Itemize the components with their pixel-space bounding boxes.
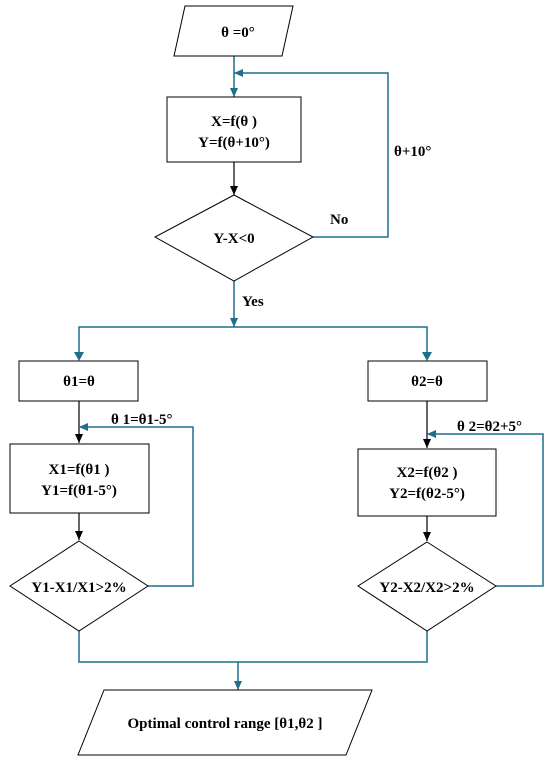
x2-label: X2=f(θ2 )	[397, 465, 458, 481]
check-label: Y-X<0	[213, 231, 254, 247]
check1-diamond	[9, 540, 149, 632]
theta1-step-label: θ 1=θ1-5°	[111, 412, 172, 428]
theta1-box	[18, 360, 139, 402]
process-box	[166, 96, 302, 163]
y1-label: Y1=f(θ1-5°)	[41, 483, 117, 499]
check-diamond	[153, 194, 315, 282]
output-label: Optimal control range [θ1,θ2 ]	[128, 716, 323, 732]
edge-loop-right	[427, 430, 544, 587]
theta2-label: θ2=θ	[411, 374, 443, 390]
theta-step-label: θ+10°	[394, 144, 431, 160]
calc-x-label: X=f(θ )	[211, 114, 257, 130]
edge-merge	[78, 631, 428, 663]
no-label: No	[330, 212, 348, 228]
arrowhead-right	[422, 352, 432, 361]
y2-label: Y2=f(θ2-5°)	[389, 486, 465, 502]
edge-split	[78, 326, 428, 357]
x1-label: X1=f(θ1 )	[49, 462, 110, 478]
calc2-box	[357, 448, 497, 517]
calc1-box	[9, 443, 150, 514]
arrowhead-left	[74, 352, 84, 361]
edge-loop-left	[79, 423, 194, 587]
calc-y-label: Y=f(θ+10°)	[198, 135, 270, 151]
output-parallelogram	[77, 689, 373, 756]
theta1-label: θ1=θ	[63, 374, 95, 390]
check2-diamond	[357, 541, 497, 632]
check2-label: Y2-X2/X2>2%	[379, 580, 474, 596]
check1-label: Y1-X1/X1>2%	[31, 580, 126, 596]
theta2-box	[367, 360, 488, 402]
theta2-step-label: θ 2=θ2+5°	[457, 419, 522, 435]
yes-label: Yes	[242, 294, 264, 310]
start-label: θ =0°	[221, 25, 255, 41]
start-parallelogram	[173, 5, 294, 57]
edge-no-loop	[234, 69, 389, 238]
